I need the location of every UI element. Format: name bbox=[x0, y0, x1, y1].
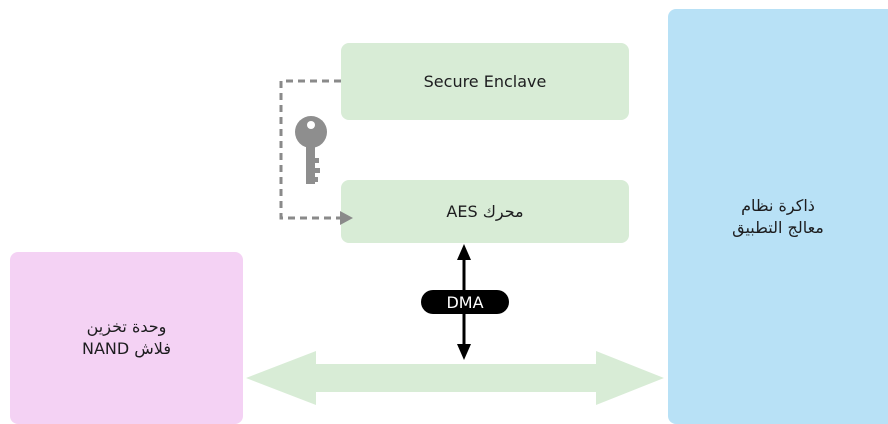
data-bus-double-arrow bbox=[246, 351, 664, 405]
dma-badge: DMA bbox=[421, 290, 509, 314]
dma-arrowhead-up bbox=[457, 244, 471, 260]
nand-storage-label-line1: وحدة تخزين bbox=[86, 317, 167, 336]
key-path-dashed-line bbox=[279, 79, 341, 220]
application-processor-memory-box: ذاكرة نظام معالج التطبيق bbox=[668, 9, 888, 424]
dma-label: DMA bbox=[446, 292, 484, 312]
key-icon bbox=[295, 116, 327, 184]
nand-storage-label-line2: فلاش NAND bbox=[81, 339, 171, 358]
secure-enclave-label: Secure Enclave bbox=[423, 71, 547, 91]
app-memory-label-line2: معالج التطبيق bbox=[732, 217, 824, 237]
aes-engine-box: محرك AES bbox=[341, 180, 629, 243]
aes-engine-label: محرك AES bbox=[446, 201, 524, 221]
dma-arrowhead-down bbox=[457, 344, 471, 360]
nand-flash-storage-box: وحدة تخزين فلاش NAND bbox=[10, 252, 243, 424]
secure-enclave-box: Secure Enclave bbox=[341, 43, 629, 120]
app-memory-label-line1: ذاكرة نظام bbox=[741, 195, 815, 215]
